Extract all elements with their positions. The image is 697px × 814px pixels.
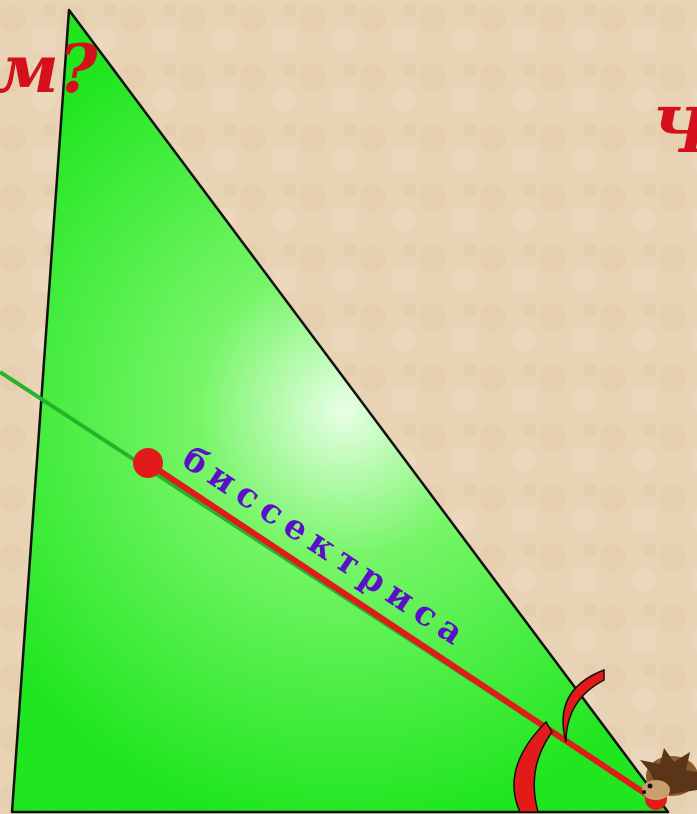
bisector-start-point [133,448,163,478]
angle-arc-lower [513,720,553,813]
bisector-segment [146,460,657,803]
angle-arc-upper [562,668,605,743]
hedgehog-icon [640,748,697,800]
heading-top-left: м? [0,30,99,108]
triangle [10,8,670,814]
heading-top-right: Ч [652,94,697,167]
